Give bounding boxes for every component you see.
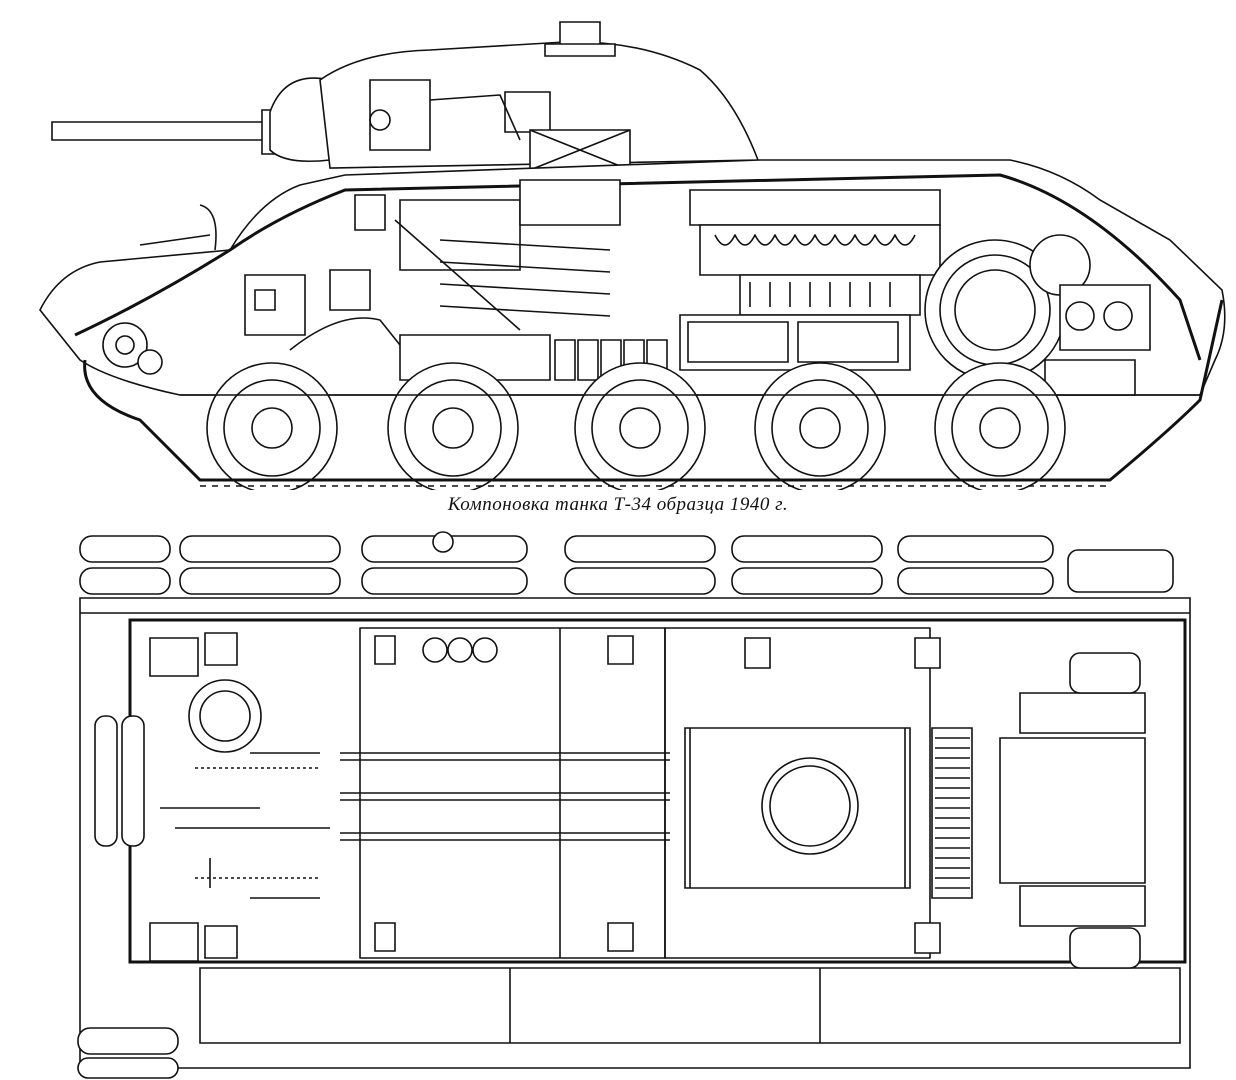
front-idler: [103, 323, 162, 374]
tank-side-cutaway-drawing: [0, 0, 1236, 490]
turret: [320, 22, 758, 170]
track: [85, 300, 1222, 486]
ammunition-racks: [395, 220, 610, 330]
top-engine: [665, 628, 940, 958]
tank-top-cutaway-drawing: [0, 528, 1236, 1080]
top-view-svg: [0, 528, 1236, 1080]
fighting-compartment: [340, 628, 670, 958]
interior-components: [245, 180, 667, 380]
figure-caption: Компоновка танка Т-34 образца 1940 г.: [447, 494, 789, 515]
top-road-wheels: [80, 532, 1173, 594]
side-view-svg: [0, 0, 1236, 490]
top-transmission: [932, 653, 1145, 968]
gun-barrel: [52, 78, 330, 161]
engine-v2-diesel: [680, 190, 940, 370]
driver-compartment: [95, 633, 330, 961]
